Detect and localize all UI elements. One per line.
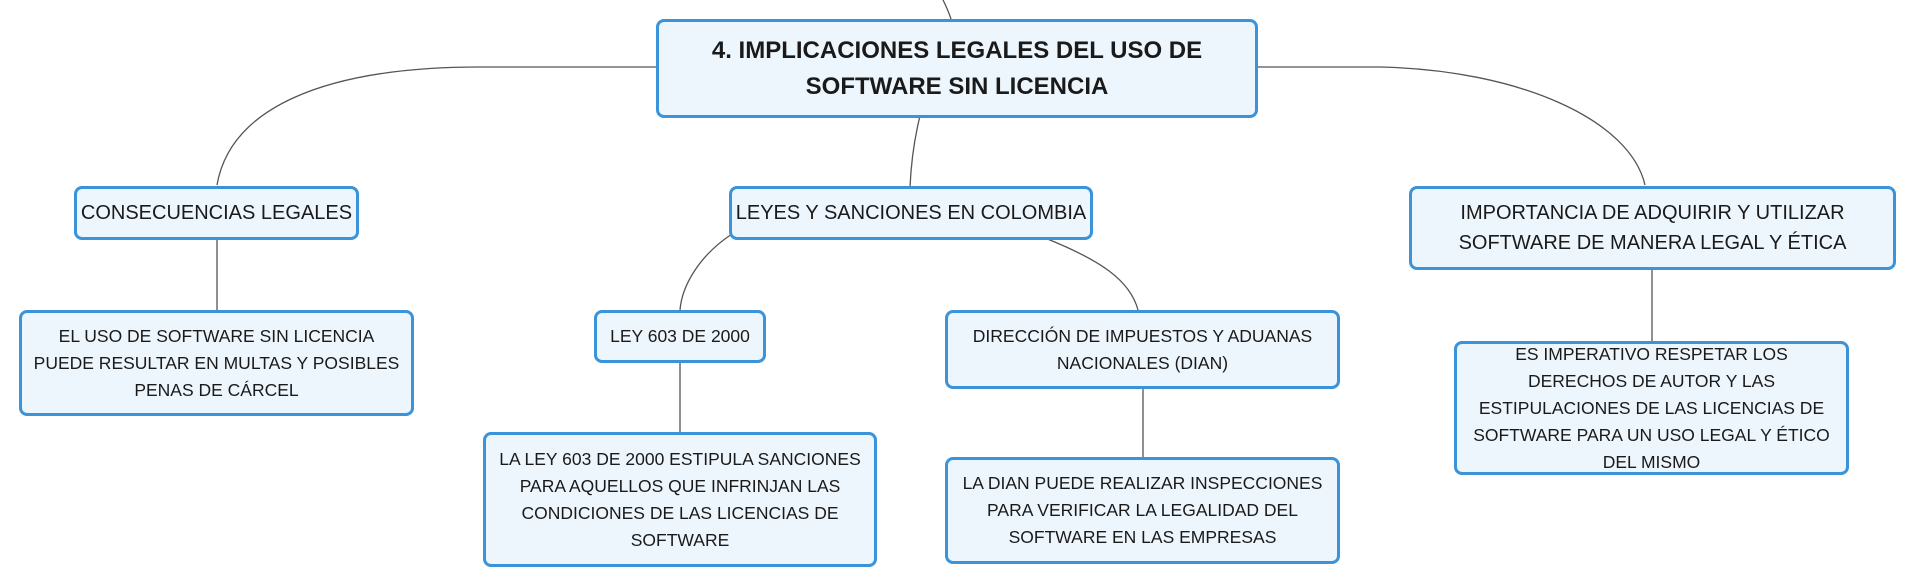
- subtopic-dian[interactable]: DIRECCIÓN DE IMPUESTOS Y ADUANAS NACIONA…: [945, 310, 1340, 389]
- topic-importancia-software-legal[interactable]: IMPORTANCIA DE ADQUIRIR Y UTILIZAR SOFTW…: [1409, 186, 1896, 270]
- subtopic-multas-penas-label: EL USO DE SOFTWARE SIN LICENCIA PUEDE RE…: [33, 325, 400, 400]
- topic-importancia-software-legal-label: IMPORTANCIA DE ADQUIRIR Y UTILIZAR SOFTW…: [1458, 202, 1847, 254]
- subtopic-dian-label: DIRECCIÓN DE IMPUESTOS Y ADUANAS NACIONA…: [972, 325, 1313, 373]
- connector-leyes-to-ley603: [679, 233, 733, 311]
- root-topic-label: 4. IMPLICACIONES LEGALES DEL USO DE SOFT…: [711, 36, 1203, 100]
- root-topic[interactable]: 4. IMPLICACIONES LEGALES DEL USO DE SOFT…: [656, 19, 1258, 118]
- connector-leyes-to-dian: [1044, 237, 1139, 311]
- detail-dian-inspecciones[interactable]: LA DIAN PUEDE REALIZAR INSPECCIONES PARA…: [945, 457, 1340, 564]
- topic-consecuencias-legales-label: CONSECUENCIAS LEGALES: [80, 202, 353, 224]
- detail-dian-inspecciones-label: LA DIAN PUEDE REALIZAR INSPECCIONES PARA…: [962, 473, 1323, 547]
- connector-root-to-leyes: [909, 115, 921, 188]
- subtopic-ley-603-label: LEY 603 DE 2000: [610, 326, 750, 346]
- detail-derechos-de-autor-label: ES IMPERATIVO RESPETAR LOS DERECHOS DE A…: [1473, 343, 1830, 472]
- detail-derechos-de-autor[interactable]: ES IMPERATIVO RESPETAR LOS DERECHOS DE A…: [1454, 341, 1849, 475]
- topic-leyes-y-sanciones[interactable]: LEYES Y SANCIONES EN COLOMBIA: [729, 186, 1093, 240]
- detail-ley-603-sanciones[interactable]: LA LEY 603 DE 2000 ESTIPULA SANCIONES PA…: [483, 432, 877, 567]
- connector-parent-to-root: [942, 0, 952, 20]
- topic-consecuencias-legales[interactable]: CONSECUENCIAS LEGALES: [74, 186, 359, 240]
- detail-ley-603-sanciones-label: LA LEY 603 DE 2000 ESTIPULA SANCIONES PA…: [499, 448, 861, 550]
- topic-leyes-y-sanciones-label: LEYES Y SANCIONES EN COLOMBIA: [735, 202, 1087, 224]
- connector-root-to-importancia: [1258, 66, 1646, 186]
- subtopic-ley-603[interactable]: LEY 603 DE 2000: [594, 310, 766, 363]
- subtopic-multas-penas[interactable]: EL USO DE SOFTWARE SIN LICENCIA PUEDE RE…: [19, 310, 414, 416]
- connector-root-to-consecuencias: [216, 66, 656, 186]
